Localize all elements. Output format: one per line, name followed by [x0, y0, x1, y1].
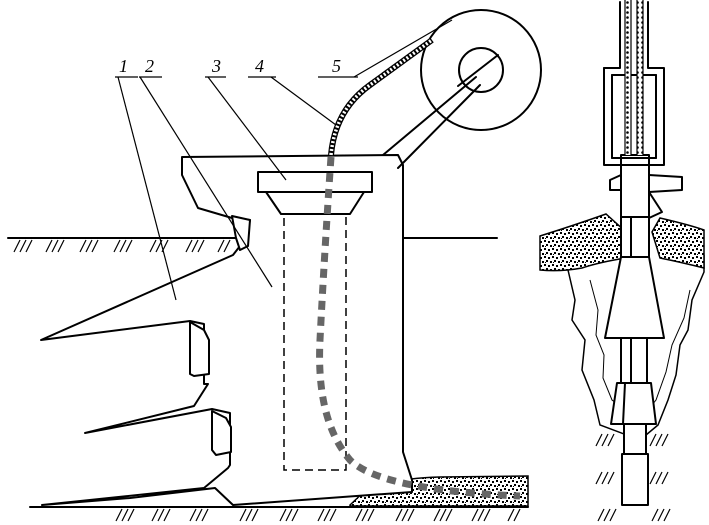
tooth-blocks [189, 321, 232, 456]
sheave [420, 9, 542, 131]
ground-bottom-left [29, 506, 529, 522]
gravel-heap-right-2 [651, 217, 705, 269]
cable-guide-top [603, 1, 665, 166]
callout-labels: 1 2 3 4 5 [119, 56, 341, 76]
fracture-zone [567, 255, 705, 441]
cable-upper [328, 37, 434, 156]
label-1: 1 [119, 56, 128, 76]
leader-lines [115, 19, 453, 301]
front-view [539, 0, 705, 522]
label-4: 4 [255, 56, 264, 76]
gravel-heap-right [539, 213, 627, 272]
label-5: 5 [332, 56, 341, 76]
ground-surface-left [7, 237, 498, 253]
label-3: 3 [211, 56, 221, 76]
sheave-bracket [382, 76, 481, 169]
cable-upper-core [329, 38, 434, 156]
tooth-front [604, 256, 665, 506]
shin-guard [231, 215, 251, 251]
side-view: 1 2 3 4 5 [7, 9, 542, 522]
hidden-channel [283, 213, 347, 471]
ground-hatch-right [595, 433, 671, 522]
label-2: 2 [145, 56, 154, 76]
